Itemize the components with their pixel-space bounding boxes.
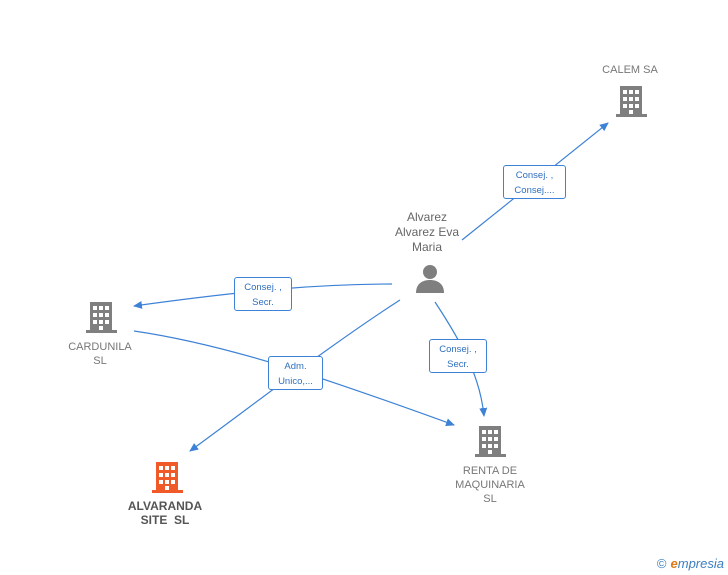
edge-label-renta[interactable]: Consej. , Secr. (429, 339, 487, 373)
node-label-alvaranda[interactable]: ALVARANDA SITE SL (127, 499, 203, 527)
building-icon[interactable] (616, 86, 647, 117)
node-label-cardunila[interactable]: CARDUNILA SL (68, 341, 132, 367)
building-icon[interactable] (86, 302, 117, 333)
edge-label-cardunila[interactable]: Consej. , Secr. (234, 277, 292, 311)
brand-name: mpresia (677, 556, 724, 571)
copyright-symbol: © (656, 556, 667, 571)
node-label-calem[interactable]: CALEM SA (602, 64, 658, 76)
node-label-person[interactable]: Alvarez Alvarez Eva Maria (394, 210, 460, 254)
edge-label-adm[interactable]: Adm. Unico,... (268, 356, 323, 390)
person-icon[interactable] (416, 265, 444, 293)
edge-label-calem[interactable]: Consej. , Consej.... (503, 165, 566, 199)
brand-logo: ©empresia (657, 556, 724, 571)
building-icon[interactable] (475, 426, 506, 457)
building-icon[interactable] (152, 462, 183, 493)
node-label-renta[interactable]: RENTA DE MAQUINARIA SL (455, 465, 525, 505)
brand-e: e (670, 556, 678, 571)
